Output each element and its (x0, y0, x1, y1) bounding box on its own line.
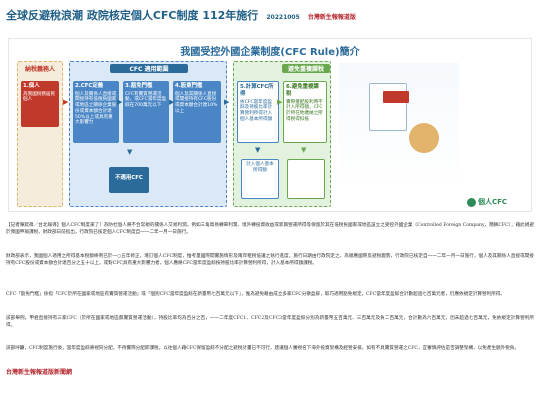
cfc-scope-panel-label: CFC 適用範圍 (110, 64, 188, 73)
arrow-icon: ▶ (63, 98, 69, 106)
article-paragraph: CFC「豁免門檻」係指「CFC於所在國家或地區有實質營運活動」或「個別CFC當年… (6, 292, 505, 297)
not-applicable-box: 不適用CFC (109, 167, 149, 193)
cfc-income-box: 5.計算CFC所得 依CFC當年度盈餘及持股比率計算營利所得計入個人基本所得額 (237, 81, 279, 143)
cfc-definition-title: 2.CFC定義 (75, 83, 104, 89)
arrow-icon: ▶ (117, 98, 123, 106)
individual-box: 1.個人 為我國稅務居民個人 (21, 81, 59, 127)
cfc-logo: 個人CFC (467, 197, 507, 207)
double-tax-panel-label: 避免重複課稅 (282, 64, 330, 73)
article-headline: 全球反避稅浪潮 政院核定個人CFC制度 112年施行 20221005 台灣新生… (6, 4, 536, 23)
illustration-image (339, 63, 459, 193)
shareholder-threshold-body: 個人及其關係人直接或間接持有CFC股份或資本額合計達10%以上 (175, 91, 218, 114)
cfc-income-body: 依CFC當年度盈餘及持股比率計算營利所得計入個人基本所得額 (240, 99, 273, 122)
individual-box-title: 1.個人 (23, 83, 40, 89)
avoid-double-tax-body: 實際獲配股利時不計入所得額，CFC於所在地繳納之所得稅得扣抵 (286, 99, 323, 122)
article-paragraph: 該部舉例，甲君直接持有三家CFC（於所在國家或地區無實質營運活動），持股比率均為… (6, 316, 534, 328)
article-date: 20221005 (266, 14, 300, 21)
article-paragraph: 財政部表示，我國個人適用之所得基本稅額條例已於一○五年修正，增訂個人CFC制度，… (6, 254, 534, 266)
individual-box-body: 為我國稅務居民個人 (23, 91, 56, 103)
cfc-income-title: 5.計算CFC所得 (240, 84, 274, 97)
exemption-threshold-box: 3.豁免門檻 CFC有實質營運活動，或CFC當年度盈餘在700萬元以下 (123, 81, 169, 143)
tax-label-icon (383, 91, 409, 103)
basic-income-box-2 (287, 159, 325, 199)
arrow-icon: ▶ (224, 98, 230, 106)
arrow-down-icon: ▼ (255, 146, 261, 154)
money-bag-icon (409, 123, 439, 153)
article-source[interactable]: 台灣新生報報道版 (307, 14, 356, 21)
article-title: 全球反避稅浪潮 政院核定個人CFC制度 112年施行 (6, 9, 259, 22)
logo-icon (467, 197, 476, 207)
shareholder-threshold-box: 4.股東門檻 個人及其關係人直接或間接持有CFC股份或資本額合計達10%以上 (173, 81, 221, 143)
exemption-threshold-title: 3.豁免門檻 (125, 83, 153, 89)
article-paragraph: 該部呼籲，CFC制度施行後，當年度盈餘將視同分配，不待實際分配即課稅，以往個人藉… (6, 346, 520, 351)
article-paragraph: 【記者陳鋐禕／台北報導】個人CFC制度來了！為防杜個人將不合常規的關係人交易利潤… (6, 223, 534, 235)
cfc-definition-body: 個人及關係人直接或間接持有低稅負國家或地區之關係企業股份或資本額合計達50%以上… (75, 91, 117, 126)
arrow-down-icon: ▼ (301, 146, 307, 154)
arrow-icon: ▶ (169, 98, 175, 106)
logo-text: 個人CFC (478, 198, 508, 206)
exemption-threshold-body: CFC有實質營運活動，或CFC當年度盈餘在700萬元以下 (125, 91, 167, 109)
shareholder-threshold-title: 4.股東門檻 (175, 83, 203, 89)
arrow-down-icon: ▼ (127, 148, 133, 156)
arrow-icon: ▶ (277, 98, 283, 106)
avoid-double-tax-title: 6.避免重複課稅 (286, 84, 319, 97)
avoid-double-tax-box: 6.避免重複課稅 實際獲配股利時不計入所得額，CFC於所在地繳納之所得稅得扣抵 (283, 81, 327, 143)
basic-income-box: 計入個人基本所得額 (241, 159, 279, 199)
taxpayer-panel-label: 納稅義務人 (24, 66, 55, 73)
infographic-title: 我國受控外國企業制度(CFC Rule)簡介 (180, 47, 360, 58)
footer-source-link[interactable]: 台灣新生報報道版新聞網 (6, 369, 73, 376)
cfc-definition-box: 2.CFC定義 個人及關係人直接或間接持有低稅負國家或地區之關係企業股份或資本額… (73, 81, 119, 143)
cfc-infographic: 我國受控外國企業制度(CFC Rule)簡介 納稅義務人 1.個人 為我國稅務居… (8, 38, 532, 212)
